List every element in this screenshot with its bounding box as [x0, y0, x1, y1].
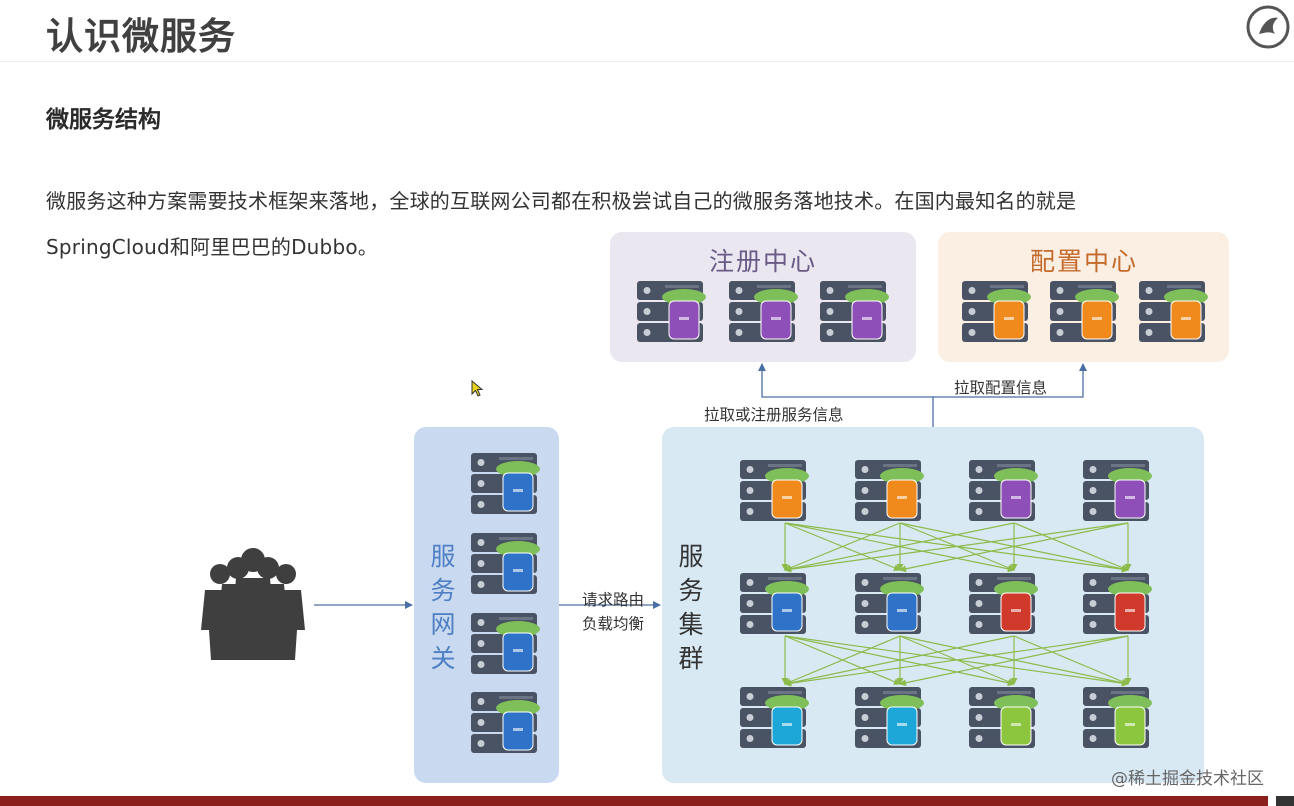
cluster-server-r3c2 — [855, 687, 924, 748]
registry-server-1 — [637, 281, 706, 342]
cluster-server-r3c4 — [1083, 687, 1152, 748]
gateway-label: 服 务 网 关 — [430, 542, 456, 673]
cluster-server-r1c2 — [855, 460, 924, 521]
bottom-accent-bar — [0, 796, 1268, 806]
arrow-pull-register — [758, 363, 934, 427]
cluster-server-r2c1 — [740, 573, 809, 634]
gateway-server-1 — [471, 453, 540, 514]
watermark: @稀土掘金技术社区 — [1111, 769, 1264, 789]
edge-label-load-balance: 负载均衡 — [582, 615, 645, 633]
edge-label-pull-register: 拉取或注册服务信息 — [704, 406, 844, 424]
registry-center-label: 注册中心 — [709, 247, 818, 276]
cluster-server-r3c3 — [969, 687, 1038, 748]
cluster-server-r2c3 — [969, 573, 1038, 634]
mouse-cursor-icon — [471, 380, 484, 397]
body-text-line-2: SpringCloud和阿里巴巴的Dubbo。 — [46, 235, 378, 259]
cluster-server-r2c4 — [1083, 573, 1152, 634]
registry-server-2 — [729, 281, 798, 342]
service-cluster-label: 服 务 集 群 — [678, 542, 704, 673]
bottom-accent-bar-end — [1276, 796, 1294, 806]
cluster-call-arrow — [1013, 522, 1129, 571]
config-server-1 — [962, 281, 1031, 342]
section-title: 微服务结构 — [46, 107, 161, 133]
config-server-2 — [1050, 281, 1119, 342]
config-server-3 — [1139, 281, 1208, 342]
gateway-server-3 — [471, 613, 540, 674]
header-divider — [0, 61, 1294, 62]
cluster-server-r1c3 — [969, 460, 1038, 521]
gateway-server-4 — [471, 692, 540, 753]
registry-server-3 — [820, 281, 889, 342]
cluster-server-r3c1 — [740, 687, 809, 748]
edge-label-pull-config: 拉取配置信息 — [954, 379, 1048, 397]
slide-title: 认识微服务 — [46, 15, 236, 58]
cluster-call-arrow — [784, 635, 1015, 687]
cluster-call-arrow — [899, 522, 1129, 573]
cluster-server-r2c2 — [855, 573, 924, 634]
cluster-call-arrow — [1013, 635, 1129, 685]
cluster-call-arrow — [784, 522, 901, 571]
config-center-label: 配置中心 — [1030, 247, 1139, 276]
cluster-call-arrow — [899, 635, 1129, 687]
cluster-server-r1c4 — [1083, 460, 1152, 521]
arrow-pull-config — [933, 363, 1087, 398]
cluster-call-arrow — [784, 522, 1015, 573]
body-text-line-1: 微服务这种方案需要技术框架来落地，全球的互联网公司都在积极尝试自己的微服务落地技… — [46, 189, 1077, 213]
cluster-call-arrow — [784, 635, 1129, 687]
gateway-server-2 — [471, 533, 540, 594]
cluster-call-arrow — [784, 522, 1129, 573]
cluster-call-arrow — [784, 635, 901, 685]
users-icon — [201, 548, 305, 660]
cluster-server-r1c1 — [740, 460, 809, 521]
edge-label-route: 请求路由 — [582, 591, 645, 609]
logo — [1246, 5, 1290, 49]
